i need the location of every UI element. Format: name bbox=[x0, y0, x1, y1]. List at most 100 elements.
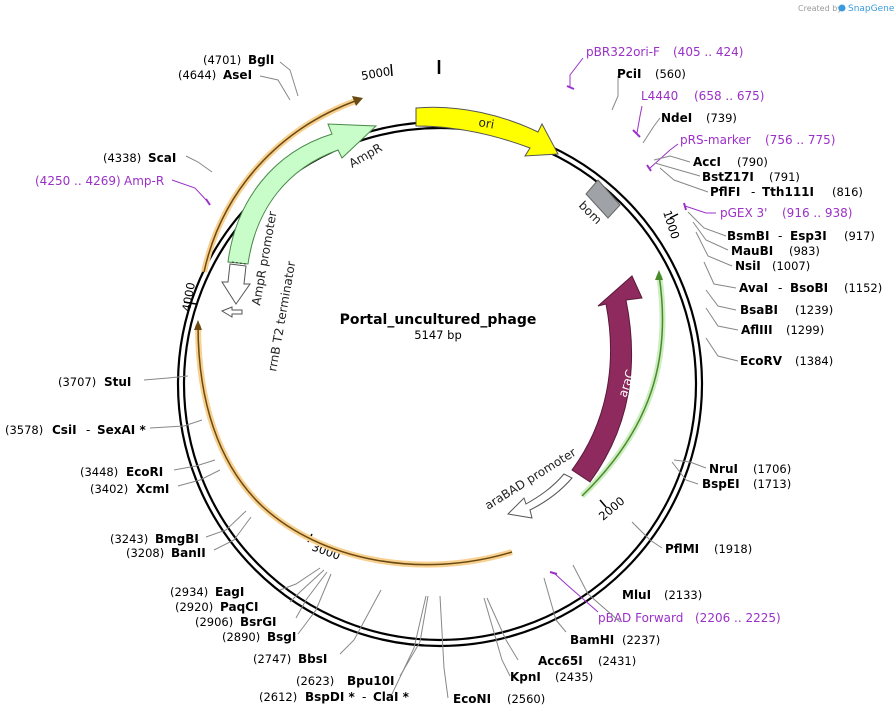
enzyme-site-EcoNI[interactable]: EcoNI (2560) bbox=[453, 692, 545, 706]
enzyme-site-PflFI[interactable]: PflFI - Tth111I (816) bbox=[710, 185, 863, 199]
svg-text:MauBI: MauBI bbox=[731, 244, 773, 258]
AmpR-feature[interactable]: AmpR bbox=[227, 123, 385, 265]
snapgene-logo-icon bbox=[838, 4, 846, 12]
primer-pRS-marker[interactable]: pRS-marker (756 .. 775) bbox=[646, 133, 835, 172]
enzyme-site-BstZ17I[interactable]: BstZ17I (791) bbox=[702, 170, 800, 184]
enzyme-site-BsrGI[interactable]: (2906) BsrGI bbox=[195, 615, 277, 629]
enzyme-site-AflIII[interactable]: AflIII (1299) bbox=[741, 323, 824, 337]
enzyme-site-BglI[interactable]: (4701) BglI bbox=[203, 53, 274, 67]
enzyme-site-BsgI[interactable]: (2890) BsgI bbox=[222, 630, 296, 644]
orange-orf-line-top bbox=[203, 99, 359, 273]
svg-text:SexAI *: SexAI * bbox=[97, 423, 146, 437]
enzyme-site-BspDI[interactable]: (2612) BspDI * - ClaI * bbox=[259, 690, 410, 704]
enzyme-site-BsaBI[interactable]: BsaBI (1239) bbox=[740, 303, 833, 317]
svg-text:XcmI: XcmI bbox=[136, 482, 169, 496]
enzyme-site-EcoRI[interactable]: (3448) EcoRI bbox=[80, 465, 163, 479]
enzyme-site-BsmBI[interactable]: BsmBI - Esp3I (917) bbox=[727, 229, 875, 243]
green-orf-line bbox=[581, 274, 664, 497]
enzyme-site-BanII[interactable]: (3208) BanII bbox=[126, 546, 206, 560]
tick-mark-2000 bbox=[599, 499, 607, 508]
ori-label: ori bbox=[477, 115, 495, 131]
svg-text:(2435): (2435) bbox=[555, 670, 593, 684]
svg-text:(2133): (2133) bbox=[664, 588, 702, 602]
enzyme-site-CsiI[interactable]: (3578) CsiI - SexAI * bbox=[5, 423, 146, 437]
svg-text:(1299): (1299) bbox=[786, 323, 824, 337]
svg-text:-: - bbox=[778, 281, 782, 295]
enzyme-site-KpnI[interactable]: KpnI (2435) bbox=[510, 670, 593, 684]
enzyme-site-PciI[interactable]: PciI (560) bbox=[617, 67, 686, 81]
green-orf-arrowhead bbox=[655, 270, 663, 280]
svg-text:(791): (791) bbox=[769, 170, 800, 184]
enzyme-site-Bpu10I[interactable]: (2623) Bpu10I bbox=[296, 674, 394, 688]
enzyme-site-EcoRV[interactable]: EcoRV (1384) bbox=[740, 354, 833, 368]
svg-text:BsgI: BsgI bbox=[267, 630, 296, 644]
enzyme-site-MauBI[interactable]: MauBI (983) bbox=[731, 244, 820, 258]
svg-text:AseI: AseI bbox=[223, 68, 252, 82]
ori-feature[interactable]: ori bbox=[415, 106, 559, 157]
svg-text:(1007): (1007) bbox=[772, 259, 810, 273]
svg-text:(4701): (4701) bbox=[203, 53, 241, 67]
plasmid-length: 5147 bp bbox=[414, 328, 462, 342]
rrnB-terminator-label: rrnB T2 terminator bbox=[265, 260, 298, 372]
svg-text:EagI: EagI bbox=[215, 585, 244, 599]
primer-pGEX-3[interactable]: pGEX 3' (916 .. 938) bbox=[683, 202, 852, 220]
enzyme-site-XcmI[interactable]: (3402) XcmI bbox=[90, 482, 169, 496]
araC-feature[interactable]: araC bbox=[571, 275, 643, 483]
svg-text:BglI: BglI bbox=[248, 53, 274, 67]
araBAD-promoter-feature[interactable]: araBAD promoter bbox=[482, 445, 579, 519]
svg-text:(4644): (4644) bbox=[178, 68, 216, 82]
svg-text:Bpu10I: Bpu10I bbox=[347, 674, 394, 688]
primer-L4440[interactable]: L4440 (658 .. 675) bbox=[632, 89, 764, 138]
enzyme-site-ScaI[interactable]: (4338) ScaI bbox=[103, 151, 176, 165]
svg-text:ClaI *: ClaI * bbox=[373, 690, 410, 704]
enzyme-site-StuI[interactable]: (3707) StuI bbox=[58, 375, 131, 389]
enzyme-site-AvaI[interactable]: AvaI - BsoBI (1152) bbox=[739, 281, 882, 295]
enzyme-site-PflMI[interactable]: PflMI (1918) bbox=[665, 542, 752, 556]
svg-text:Tth111I: Tth111I bbox=[762, 185, 814, 199]
enzyme-site-Acc65I[interactable]: Acc65I (2431) bbox=[538, 654, 636, 668]
svg-text:AvaI: AvaI bbox=[739, 281, 768, 295]
primer-name: pRS-marker bbox=[680, 133, 751, 147]
svg-text:(2934): (2934) bbox=[170, 585, 208, 599]
svg-text:-: - bbox=[86, 423, 90, 437]
svg-text:(3243): (3243) bbox=[110, 532, 148, 546]
primer-range: (756 .. 775) bbox=[765, 133, 835, 147]
primer-pBR322ori-F[interactable]: pBR322ori-F (405 .. 424) bbox=[566, 45, 743, 90]
plasmid-name: Portal_uncultured_phage bbox=[340, 312, 537, 328]
enzyme-site-NruI[interactable]: NruI (1706) bbox=[709, 462, 791, 476]
svg-text:(2890): (2890) bbox=[222, 630, 260, 644]
enzyme-site-AccI[interactable]: AccI (790) bbox=[693, 155, 768, 169]
primer-name: pBR322ori-F bbox=[586, 45, 660, 59]
enzyme-site-BmgBI[interactable]: (3243) BmgBI bbox=[110, 532, 199, 546]
svg-text:BstZ17I: BstZ17I bbox=[702, 170, 754, 184]
primer-Amp-R[interactable]: (4250 .. 4269) Amp-R bbox=[35, 174, 211, 206]
svg-text:AflIII: AflIII bbox=[741, 323, 773, 337]
svg-text:(816): (816) bbox=[832, 185, 863, 199]
svg-text:BsmBI: BsmBI bbox=[727, 229, 769, 243]
enzyme-site-NdeI[interactable]: NdeI (739) bbox=[661, 111, 737, 125]
enzyme-site-BspEI[interactable]: BspEI (1713) bbox=[702, 477, 791, 491]
enzyme-site-BamHI[interactable]: BamHI (2237) bbox=[570, 633, 660, 647]
svg-text:(1713): (1713) bbox=[753, 477, 791, 491]
tick-mark-4000 bbox=[183, 301, 197, 305]
primer-range: (2206 .. 2225) bbox=[695, 611, 781, 625]
svg-text:PflMI: PflMI bbox=[665, 542, 699, 556]
svg-text:EcoNI: EcoNI bbox=[453, 692, 491, 706]
svg-text:NsiI: NsiI bbox=[735, 259, 761, 273]
svg-text:KpnI: KpnI bbox=[510, 670, 541, 684]
enzyme-site-MluI[interactable]: MluI (2133) bbox=[622, 588, 702, 602]
svg-text:(1918): (1918) bbox=[714, 542, 752, 556]
svg-text:(2237): (2237) bbox=[622, 633, 660, 647]
orange-orf-arrowhead-bottom bbox=[194, 320, 202, 330]
enzyme-site-AseI[interactable]: (4644) AseI bbox=[178, 68, 252, 82]
svg-text:(1706): (1706) bbox=[753, 462, 791, 476]
enzyme-site-EagI[interactable]: (2934) EagI bbox=[170, 585, 244, 599]
enzyme-site-PaqCI[interactable]: (2920) PaqCI bbox=[175, 600, 258, 614]
svg-text:(3707): (3707) bbox=[58, 375, 96, 389]
svg-text:(3578): (3578) bbox=[5, 423, 43, 437]
enzyme-site-NsiI[interactable]: NsiI (1007) bbox=[735, 259, 810, 273]
svg-text:AccI: AccI bbox=[693, 155, 721, 169]
brand-name: SnapGene bbox=[848, 4, 895, 14]
svg-text:CsiI: CsiI bbox=[52, 423, 77, 437]
enzyme-site-BbsI[interactable]: (2747) BbsI bbox=[253, 652, 327, 666]
